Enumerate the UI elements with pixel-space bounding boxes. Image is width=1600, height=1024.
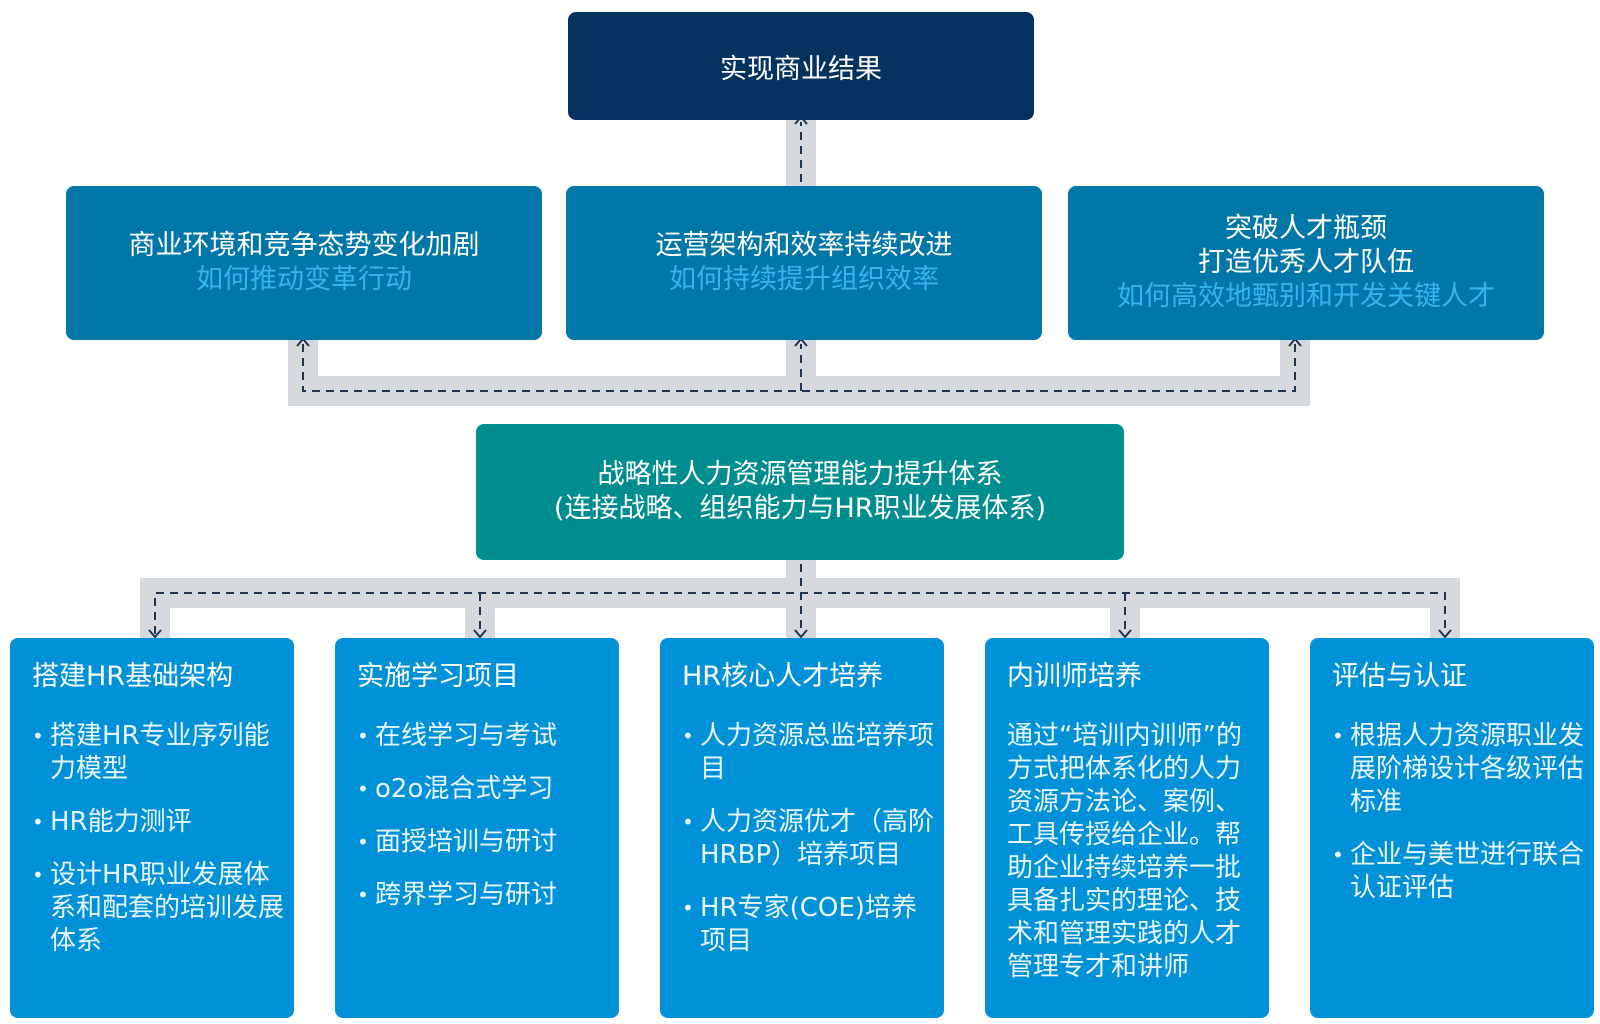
- list-item: 跨界学习与研讨: [357, 879, 609, 912]
- pillar-learning-projects: 实施学习项目 在线学习与考试 o2o混合式学习 面授培训与研讨 跨界学习与研讨: [335, 638, 619, 1018]
- challenge-box-3: 突破人才瓶颈 打造优秀人才队伍 如何高效地甄别和开发关键人才: [1068, 186, 1544, 340]
- list-item: 企业与美世进行联合认证评估: [1332, 839, 1584, 905]
- pillar-hr-infrastructure: 搭建HR基础架构 搭建HR专业序列能力模型 HR能力测评 设计HR职业发展体系和…: [10, 638, 294, 1018]
- goal-box: 实现商业结果: [568, 12, 1034, 120]
- challenge-box-2: 运营架构和效率持续改进 如何持续提升组织效率: [566, 186, 1042, 340]
- list-item: HR专家(COE)培养项目: [682, 892, 934, 958]
- core-system-box: 战略性人力资源管理能力提升体系 (连接战略、组织能力与HR职业发展体系): [476, 424, 1124, 560]
- pillar-internal-trainer: 内训师培养 通过“培训内训师”的方式把体系化的人力资源方法论、案例、工具传授给企…: [985, 638, 1269, 1018]
- challenge-2-question: 如何持续提升组织效率: [669, 264, 939, 295]
- challenge-1-question: 如何推动变革行动: [196, 264, 412, 295]
- challenge-2-line-1: 运营架构和效率持续改进: [655, 230, 953, 261]
- list-item: 人力资源优才（高阶HRBP）培养项目: [682, 806, 934, 872]
- pillar-item-list: 在线学习与考试 o2o混合式学习 面授培训与研讨 跨界学习与研讨: [357, 720, 609, 912]
- pillar-title: 搭建HR基础架构: [32, 661, 234, 692]
- goal-label: 实现商业结果: [720, 53, 882, 85]
- pillar-title: 评估与认证: [1332, 661, 1467, 692]
- challenge-3-question: 如何高效地甄别和开发关键人才: [1117, 281, 1495, 312]
- challenge-3-line-1: 突破人才瓶颈: [1225, 213, 1387, 244]
- list-item: 面授培训与研讨: [357, 826, 609, 859]
- list-item: 人力资源总监培养项目: [682, 720, 934, 786]
- pillar-assessment-certification: 评估与认证 根据人力资源职业发展阶梯设计各级评估标准 企业与美世进行联合认证评估: [1310, 638, 1594, 1018]
- list-item: HR能力测评: [32, 806, 284, 839]
- list-item: 根据人力资源职业发展阶梯设计各级评估标准: [1332, 720, 1584, 819]
- list-item: 在线学习与考试: [357, 720, 609, 753]
- pillar-item-list: 根据人力资源职业发展阶梯设计各级评估标准 企业与美世进行联合认证评估: [1332, 720, 1584, 905]
- pillar-item-list: 人力资源总监培养项目 人力资源优才（高阶HRBP）培养项目 HR专家(COE)培…: [682, 720, 934, 958]
- core-subtitle: (连接战略、组织能力与HR职业发展体系): [553, 493, 1047, 524]
- challenge-1-line-1: 商业环境和竞争态势变化加剧: [128, 230, 480, 261]
- challenge-3-line-2: 打造优秀人才队伍: [1198, 247, 1414, 278]
- pillar-hr-core-talent: HR核心人才培养 人力资源总监培养项目 人力资源优才（高阶HRBP）培养项目 H…: [660, 638, 944, 1018]
- challenge-box-1: 商业环境和竞争态势变化加剧 如何推动变革行动: [66, 186, 542, 340]
- list-item: o2o混合式学习: [357, 773, 609, 806]
- pillar-description: 通过“培训内训师”的方式把体系化的人力资源方法论、案例、工具传授给企业。帮助企业…: [1007, 721, 1242, 982]
- pillar-item-list: 搭建HR专业序列能力模型 HR能力测评 设计HR职业发展体系和配套的培训发展体系: [32, 720, 284, 958]
- list-item: 搭建HR专业序列能力模型: [32, 720, 284, 786]
- pillar-title: 实施学习项目: [357, 661, 519, 692]
- list-item: 设计HR职业发展体系和配套的培训发展体系: [32, 859, 284, 958]
- core-title: 战略性人力资源管理能力提升体系: [597, 459, 1003, 490]
- pillar-title: HR核心人才培养: [682, 661, 884, 692]
- pillar-title: 内训师培养: [1007, 661, 1142, 692]
